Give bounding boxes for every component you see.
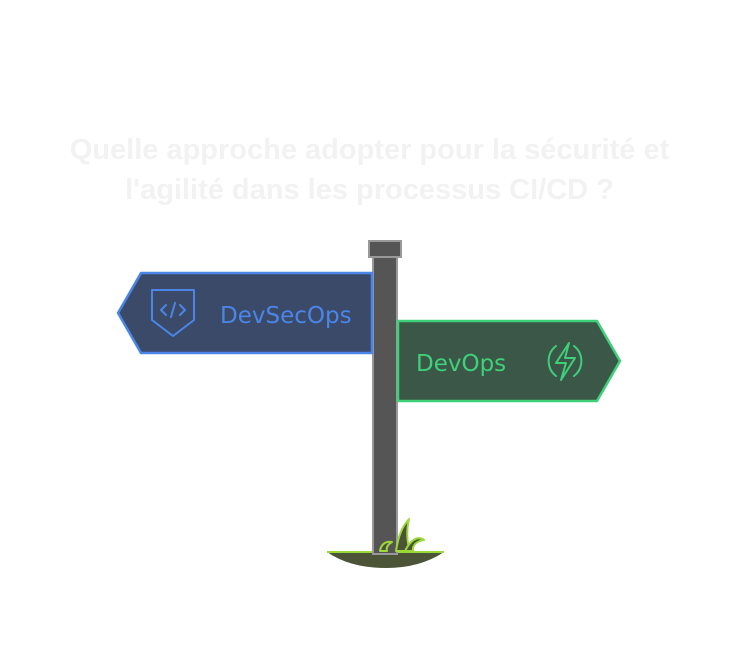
sign-devsecops-label: DevSecOps [220, 303, 352, 329]
diagram-title: Quelle approche adopter pour la sécurité… [0, 130, 739, 210]
title-line-1: Quelle approche adopter pour la sécurité… [69, 134, 670, 166]
ground-mound [327, 552, 444, 568]
grass-tuft [379, 518, 425, 552]
shield-code-icon [151, 289, 195, 337]
sign-devsecops-board [116, 271, 374, 355]
signpost-pole [372, 253, 398, 555]
sign-devops-board [396, 319, 622, 403]
title-line-2: l'agilité dans les processus CI/CD ? [125, 174, 614, 206]
sign-devsecops: DevSecOps [116, 271, 374, 355]
sign-devops: DevOps [396, 319, 622, 403]
sign-devops-label: DevOps [416, 351, 506, 377]
lightning-bolt-icon [547, 342, 583, 381]
signpost-cap [368, 240, 402, 258]
